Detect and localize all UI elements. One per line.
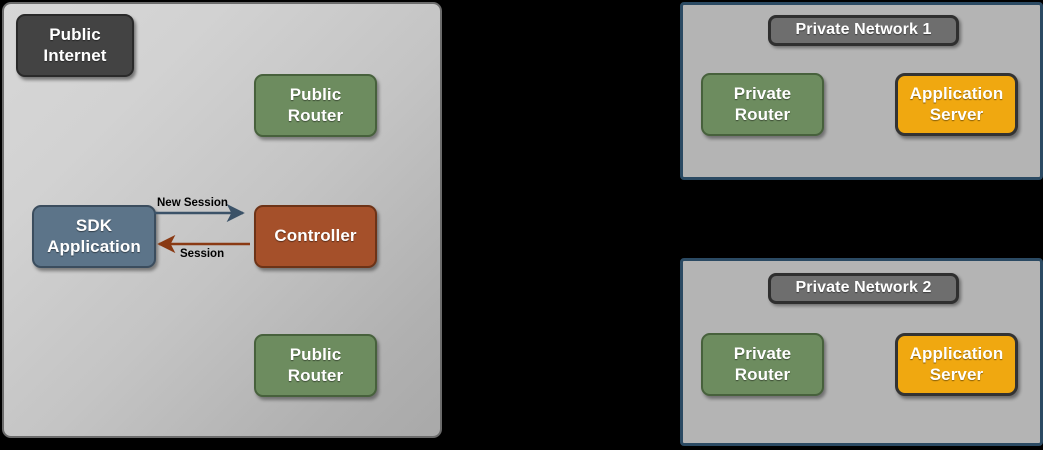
node-controller[interactable]: Controller (254, 205, 377, 268)
private-network-1-title-label: Private Network 1 (795, 21, 932, 39)
node-sdk-application[interactable]: SDK Application (32, 205, 156, 268)
public-internet-zone-panel: Public Internet Public Router SDK Applic… (2, 2, 442, 438)
node-sdk-application-label: SDK Application (47, 216, 141, 256)
private-network-2-title: Private Network 2 (768, 273, 959, 304)
private-network-1-title: Private Network 1 (768, 15, 959, 46)
node-private-router-1[interactable]: Private Router (701, 73, 824, 136)
node-private-router-2-label: Private Router (733, 344, 792, 384)
node-application-server-2-label: Application Server (909, 344, 1004, 384)
edge-label-new-session: New Session (157, 197, 228, 209)
private-network-1-panel: Private Network 1 Private Router Applica… (680, 2, 1043, 180)
node-application-server-2[interactable]: Application Server (895, 333, 1018, 396)
private-network-2-title-label: Private Network 2 (795, 279, 932, 297)
node-public-router-bottom-label: Public Router (287, 345, 344, 385)
node-public-internet[interactable]: Public Internet (16, 14, 134, 77)
node-public-router-top[interactable]: Public Router (254, 74, 377, 137)
node-private-router-2[interactable]: Private Router (701, 333, 824, 396)
edge-label-session: Session (180, 248, 225, 260)
node-public-router-bottom[interactable]: Public Router (254, 334, 377, 397)
node-application-server-1-label: Application Server (909, 84, 1004, 124)
private-network-2-panel: Private Network 2 Private Router Applica… (680, 258, 1043, 446)
node-private-router-1-label: Private Router (733, 84, 792, 124)
node-controller-label: Controller (274, 226, 357, 246)
node-public-router-top-label: Public Router (287, 85, 344, 125)
node-application-server-1[interactable]: Application Server (895, 73, 1018, 136)
node-public-internet-label: Public Internet (43, 25, 107, 65)
